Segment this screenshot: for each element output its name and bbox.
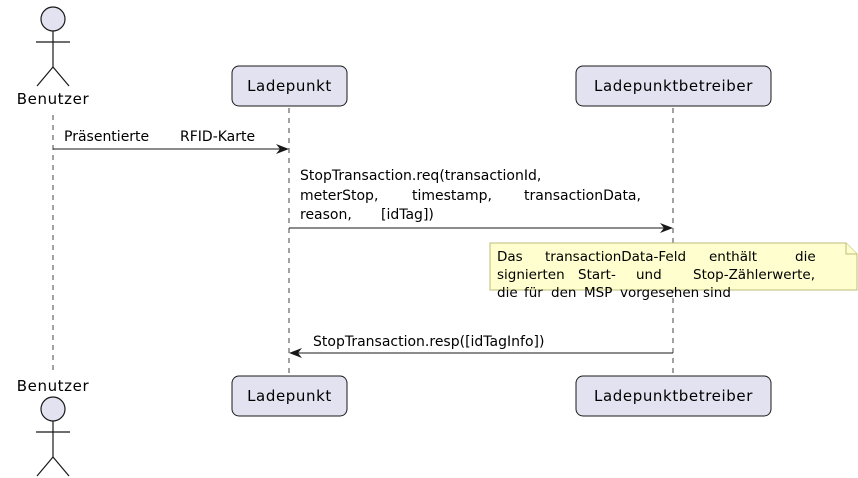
actor-leg-right — [52, 66, 70, 87]
actor-user-bottom: Benutzer — [17, 377, 90, 477]
note-word: transactionData-Feld — [545, 249, 686, 265]
note-transactiondata: Das transactionData-Feld enthält die sig… — [489, 242, 858, 301]
note-word: Start- — [578, 267, 616, 283]
note-word: Das — [497, 249, 523, 265]
participant-label: Ladepunktbetreiber — [594, 77, 753, 95]
note-fold-icon — [845, 243, 857, 255]
note-word: die — [795, 249, 816, 265]
participant-ladepunktbetreiber-top: Ladepunktbetreiber — [575, 65, 772, 107]
note-word: enthält — [709, 249, 757, 265]
note-shape — [489, 242, 858, 291]
message-stoptransaction-resp: StopTransaction.resp([idTagInfo]) — [289, 334, 673, 358]
note-word: Stop-Zählerwerte, — [693, 267, 815, 283]
arrowhead-icon — [276, 144, 289, 154]
actor-leg-right — [52, 456, 70, 477]
participant-label: Ladepunkt — [247, 77, 332, 95]
message-stoptransaction-req: StopTransaction.req(transactionId, meter… — [289, 168, 673, 233]
actor-user-top: Benutzer — [17, 6, 90, 108]
message-word: reason, — [300, 207, 352, 223]
note-word: MSP — [584, 285, 612, 301]
message-word: RFID-Karte — [180, 129, 255, 145]
participant-ladepunkt-top: Ladepunkt — [231, 65, 348, 107]
actor-leg-left — [36, 456, 54, 477]
participant-ladepunkt-bottom: Ladepunkt — [231, 375, 348, 417]
actor-label-top: Benutzer — [17, 90, 90, 108]
message-word: Präsentierte — [64, 129, 149, 145]
message-word: transactionData, — [524, 188, 641, 204]
actor-head — [40, 6, 66, 32]
message-word: meterStop, — [300, 188, 378, 204]
note-word: für — [524, 285, 543, 301]
actor-label-bottom: Benutzer — [17, 377, 90, 395]
message-line: StopTransaction.req(transactionId, — [300, 168, 541, 184]
participant-label: Ladepunkt — [247, 387, 332, 405]
note-word: vorgesehen — [620, 285, 699, 301]
message-line: StopTransaction.resp([idTagInfo]) — [313, 334, 544, 350]
actor-head — [40, 396, 66, 422]
message-word: timestamp, — [412, 188, 492, 204]
actor-leg-left — [36, 66, 54, 87]
arrowhead-icon — [660, 223, 673, 233]
note-word: sind — [703, 285, 731, 301]
note-word: den — [551, 285, 576, 301]
note-word: signierten — [497, 267, 565, 283]
message-praesentierte-rfid-karte: Präsentierte RFID-Karte — [53, 129, 289, 154]
participant-label: Ladepunktbetreiber — [594, 387, 753, 405]
message-word: [idTag]) — [381, 207, 434, 223]
note-word: die — [497, 285, 518, 301]
participant-ladepunktbetreiber-bottom: Ladepunktbetreiber — [575, 375, 772, 417]
arrowhead-icon — [289, 348, 302, 358]
note-word: und — [636, 267, 662, 283]
